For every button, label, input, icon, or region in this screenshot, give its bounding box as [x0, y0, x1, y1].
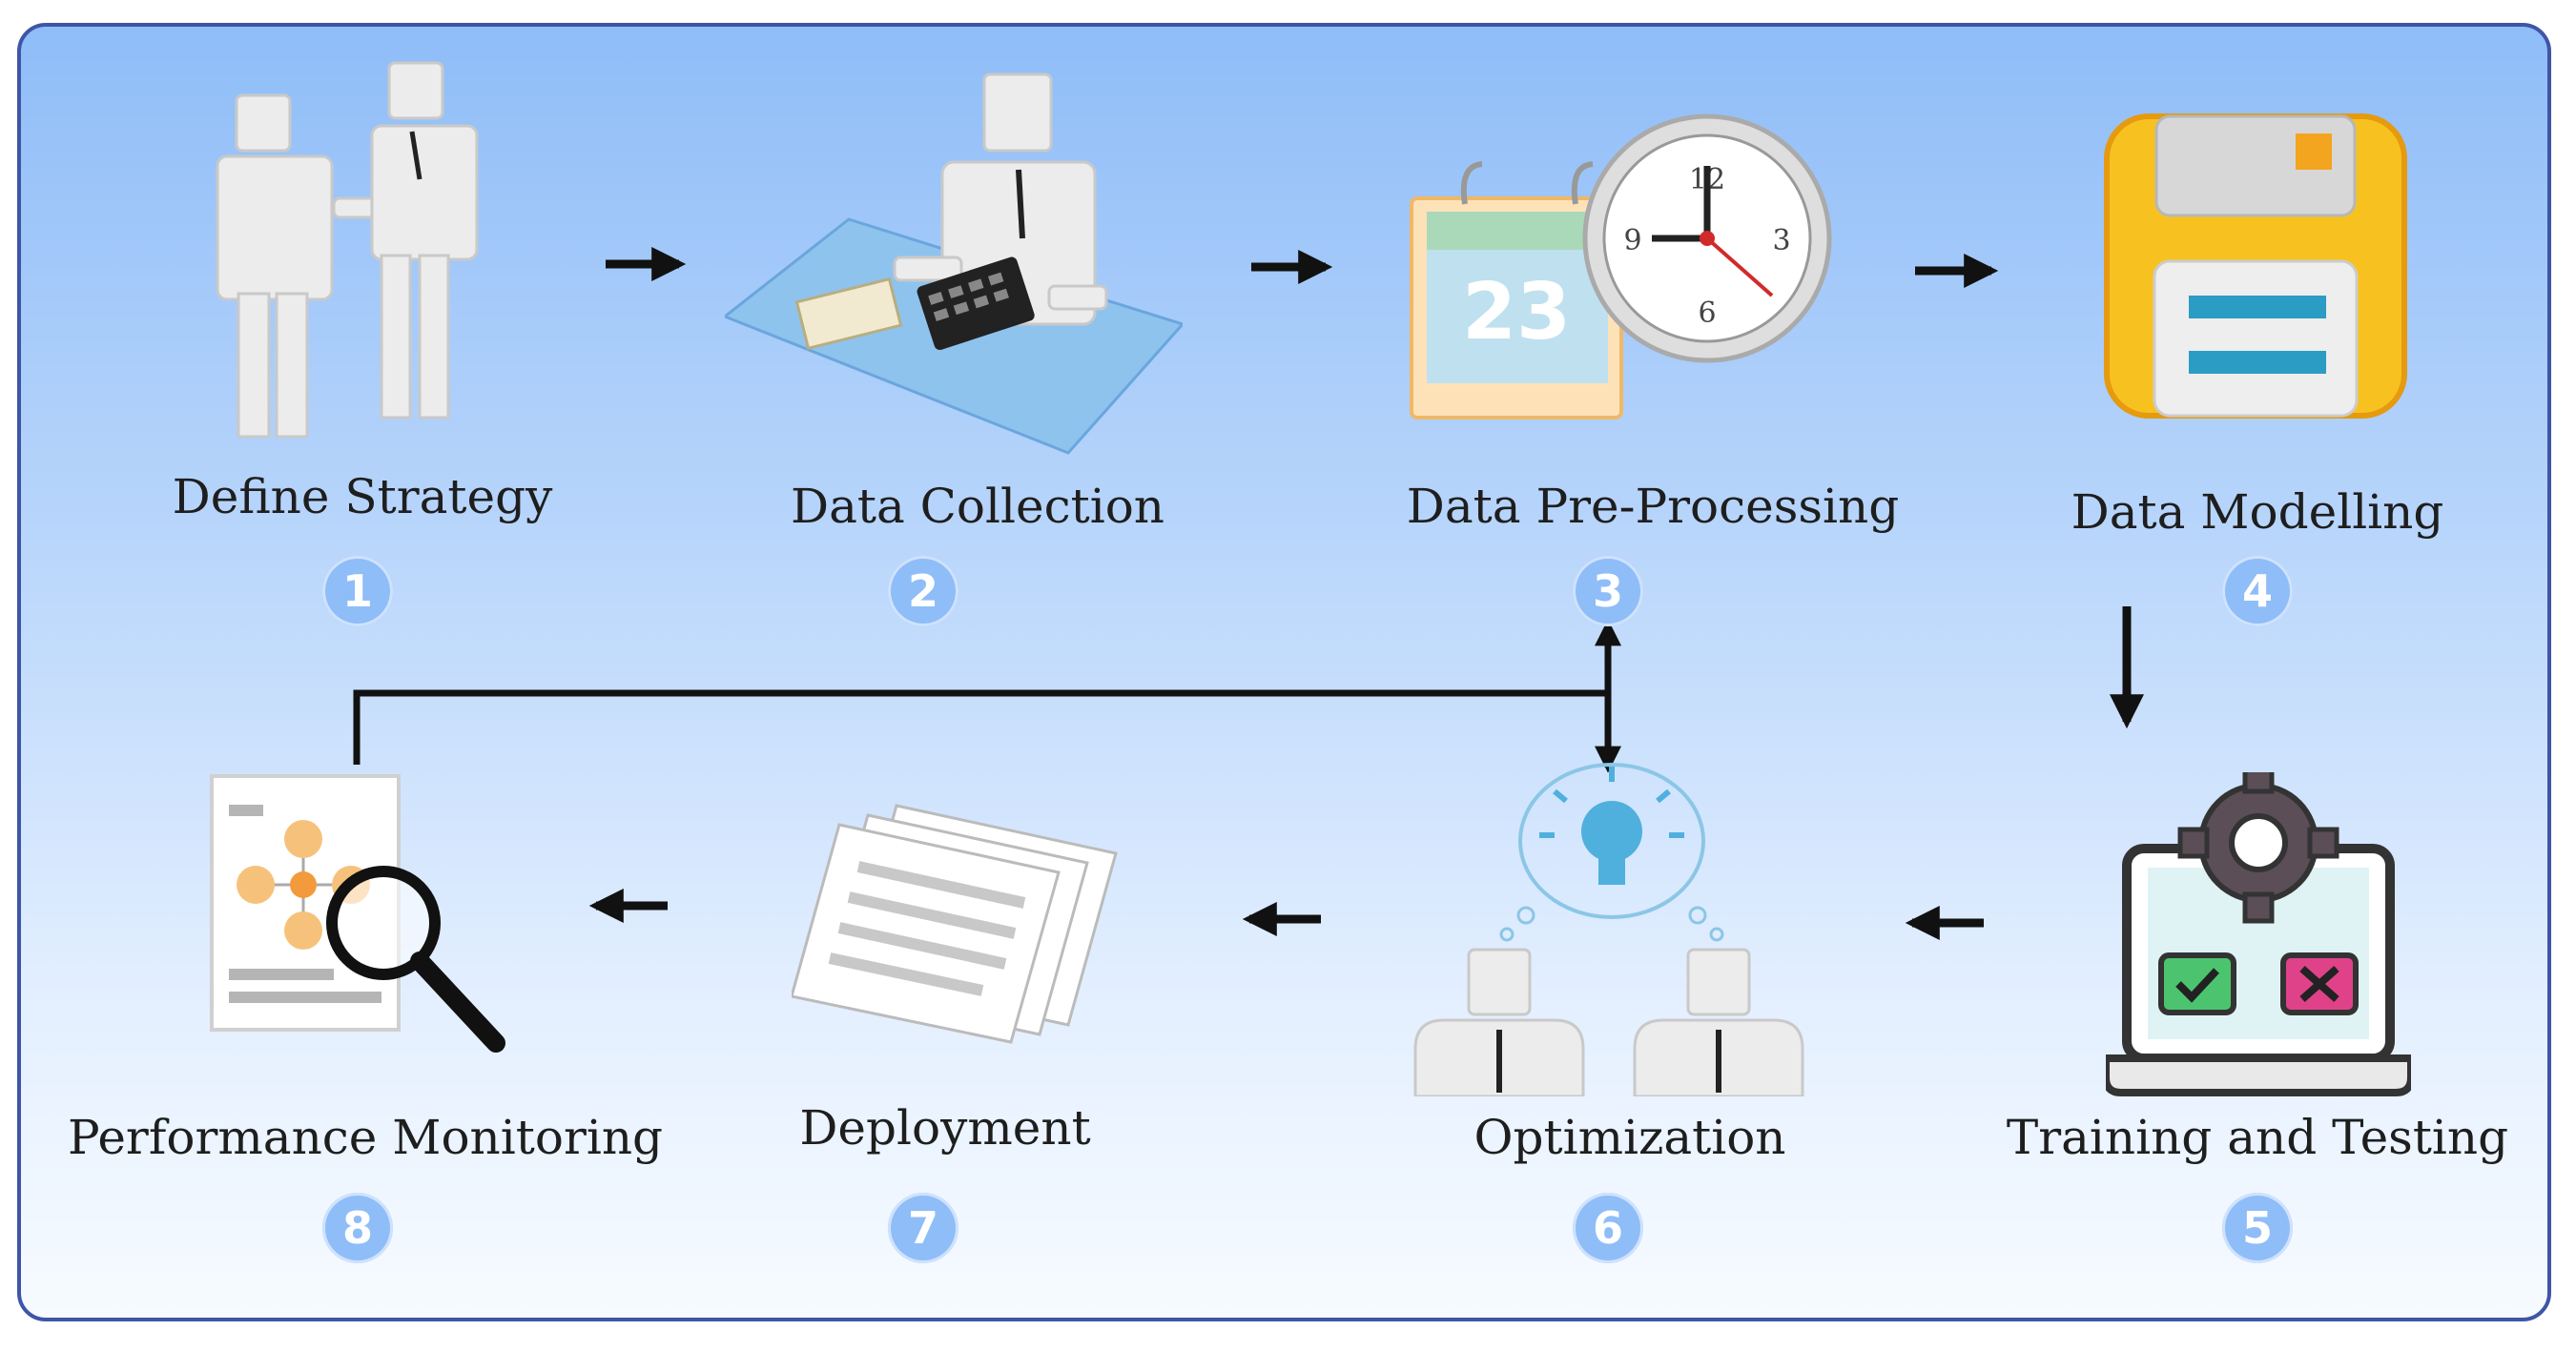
- feedback-line-8-to-3: [353, 689, 1608, 765]
- gear-icon: [2177, 772, 2339, 924]
- magnifier-icon: [326, 866, 505, 1053]
- step-label-deployment: Deployment: [799, 1100, 1091, 1156]
- step-number-badge-4: 4: [2222, 556, 2293, 626]
- step-number-badge-1: 1: [322, 556, 393, 626]
- step-label-data-pre-processing: Data Pre-Processing: [1406, 479, 1900, 534]
- clock-icon: 12 3 6 9: [1582, 113, 1832, 363]
- report-magnifier-icon: [210, 774, 505, 1053]
- step-label-data-modelling: Data Modelling: [2071, 484, 2444, 540]
- svg-text:23: 23: [1462, 267, 1571, 358]
- check-icon: [2158, 952, 2236, 1015]
- step-number-badge-5: 5: [2222, 1193, 2293, 1263]
- step-label-define-strategy: Define Strategy: [172, 469, 553, 524]
- step-label-performance-monitoring: Performance Monitoring: [67, 1110, 664, 1165]
- svg-text:6: 6: [1698, 297, 1716, 330]
- laptop-gear-icon: [2106, 772, 2411, 1096]
- svg-text:3: 3: [1772, 224, 1790, 257]
- desk-worker-icon: [725, 72, 1183, 455]
- step-number-badge-8: 8: [322, 1193, 393, 1263]
- floppy-disk-icon: [2104, 113, 2407, 419]
- step-number-badge-2: 2: [888, 556, 958, 626]
- step-number-badge-6: 6: [1573, 1193, 1643, 1263]
- documents-icon: [792, 804, 1118, 1044]
- step-label-optimization: Optimization: [1473, 1110, 1786, 1165]
- cross-icon: [2280, 952, 2359, 1015]
- step-label-data-collection: Data Collection: [790, 479, 1165, 534]
- step-number-badge-3: 3: [1573, 556, 1643, 626]
- calendar-icon: 23: [1410, 161, 1623, 420]
- handshake-icon: [216, 61, 479, 439]
- svg-text:9: 9: [1623, 224, 1641, 257]
- calendar-clock-icon: 23 12 3 6 9: [1410, 113, 1832, 420]
- lightbulb-icon: [1539, 767, 1684, 885]
- lightbulb-team-icon: [1413, 763, 1804, 1096]
- step-number-badge-7: 7: [888, 1193, 958, 1263]
- step-label-training-and-testing: Training and Testing: [2006, 1110, 2509, 1165]
